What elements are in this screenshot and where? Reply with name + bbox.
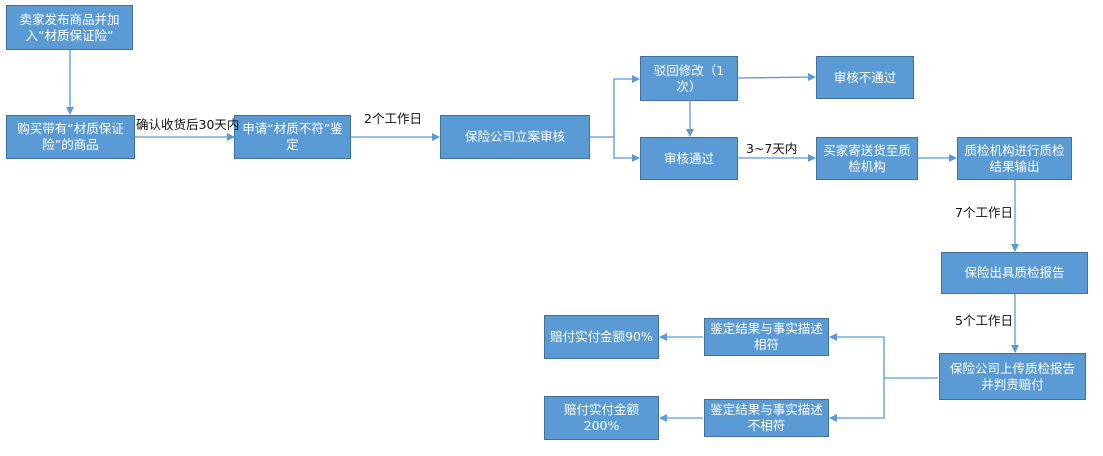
node-mismatch: 鉴定结果与事实描述不相符 <box>704 399 829 437</box>
edge-review-to-pass <box>613 137 640 162</box>
node-seller-publish: 卖家发布商品并加入“材质保证险” <box>6 5 133 50</box>
edge-review-to-reject <box>590 75 640 138</box>
label-days-3-7: 3~7天内 <box>746 141 798 156</box>
edge-reject-to-fail <box>737 73 816 82</box>
node-lab-inspect: 质检机构进行质检结果输出 <box>957 137 1072 180</box>
node-insurer-report: 保险出具质检报告 <box>941 252 1088 294</box>
node-buyer-ship: 买家寄送货至质检机构 <box>816 137 918 180</box>
label-workdays-5: 5个工作日 <box>955 313 1013 328</box>
node-apply-appraisal: 申请“材质不符”鉴定 <box>234 115 351 159</box>
node-reject-modify: 驳回修改（1次） <box>640 56 738 101</box>
node-match: 鉴定结果与事实描述相符 <box>704 318 829 356</box>
label-days-30: 确认收货后30天内 <box>136 117 240 132</box>
edge-upload-to-mismatch <box>829 378 885 422</box>
node-pay-200: 赔付实付金额200% <box>544 396 659 440</box>
node-review-pass: 审核通过 <box>640 137 738 180</box>
node-review-fail: 审核不通过 <box>816 56 914 99</box>
node-insurer-review: 保险公司立案审核 <box>440 115 590 159</box>
label-workdays-7: 7个工作日 <box>955 205 1013 220</box>
node-pay-90: 赔付实付金额90% <box>544 315 659 359</box>
edge-upload-to-match <box>829 333 938 379</box>
label-workdays-2: 2个工作日 <box>364 111 422 126</box>
node-insurer-upload: 保险公司上传质检报告并判责赔付 <box>939 353 1086 400</box>
node-buy-insured: 购买带有“材质保证险”的商品 <box>6 115 135 159</box>
